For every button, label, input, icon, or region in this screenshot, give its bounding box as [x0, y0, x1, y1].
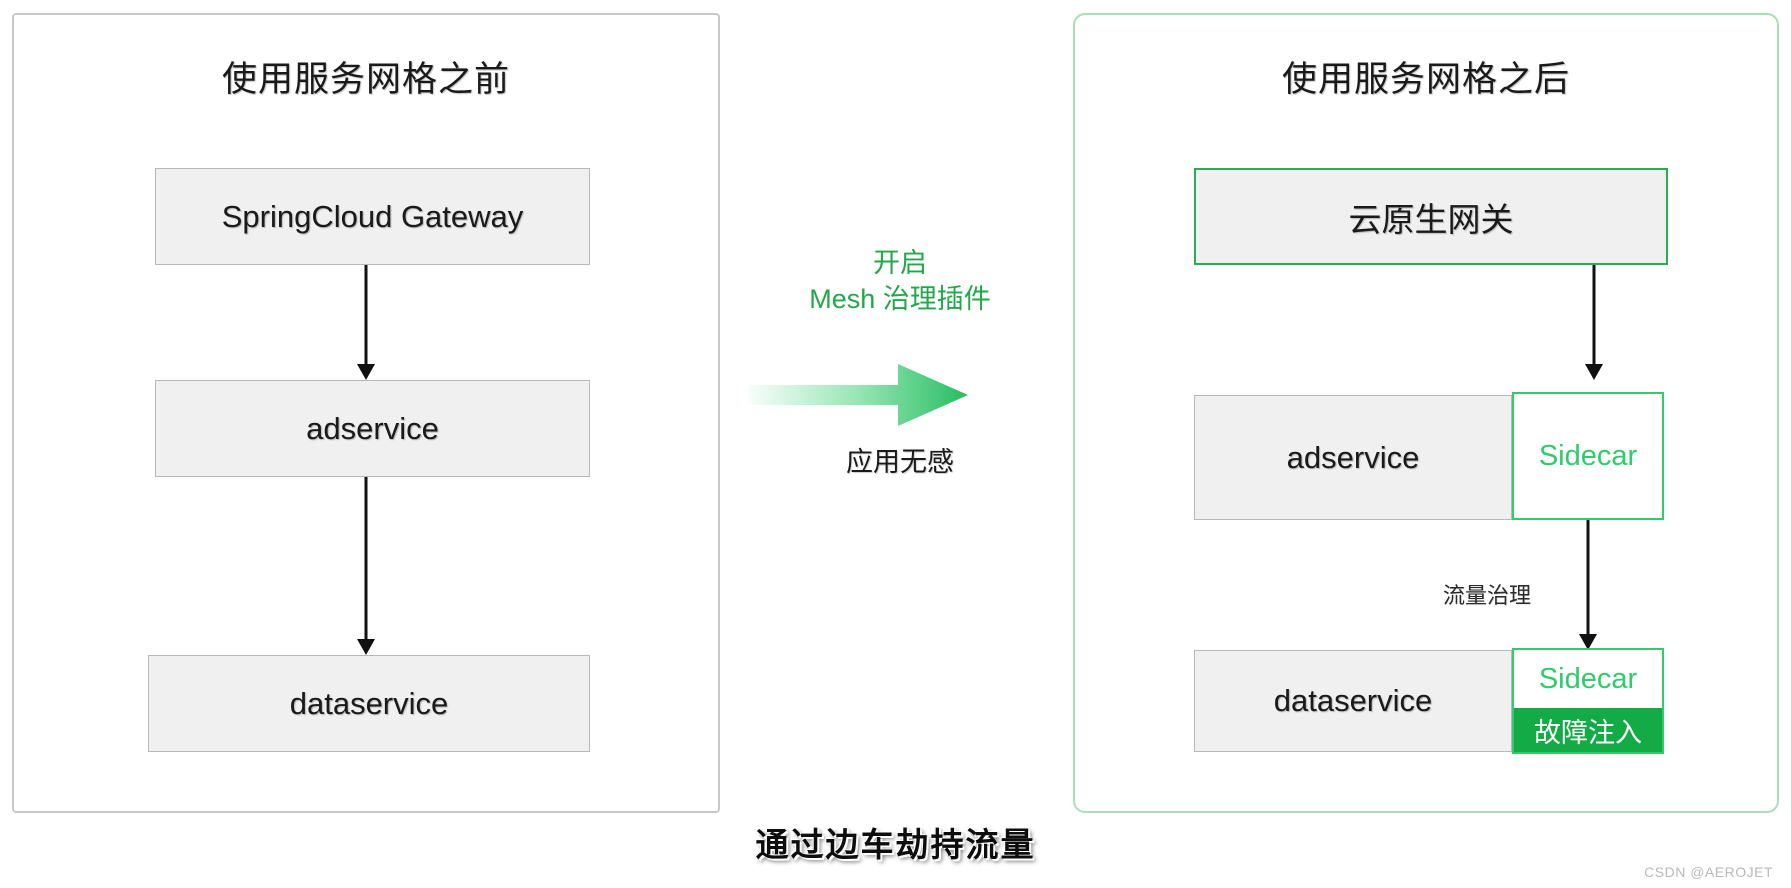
node-springcloud-gateway: SpringCloud Gateway [155, 168, 590, 265]
node-label: adservice [1286, 439, 1420, 475]
sidecar-dataservice: Sidecar 故障注入 [1512, 648, 1664, 754]
node-label: dataservice [289, 685, 449, 721]
sidecar-adservice: Sidecar [1512, 392, 1664, 520]
edge-label-traffic-governance: 流量治理 [1443, 583, 1532, 608]
node-adservice-left: adservice [155, 380, 590, 477]
app-transparent-label: 应用无感 [846, 447, 954, 477]
node-label: 云原生网关 [1348, 200, 1514, 238]
mesh-plugin-label-line2: Mesh 治理插件 [809, 284, 991, 315]
fault-injection-badge: 故障注入 [1514, 708, 1662, 752]
mesh-plugin-label: 开启 Mesh 治理插件 [735, 245, 1065, 318]
arrow-shaft [364, 477, 368, 639]
sidecar-label: Sidecar [1538, 439, 1638, 472]
right-arrow-gradient-icon [748, 364, 968, 426]
node-dataservice-left: dataservice [148, 655, 590, 752]
mesh-plugin-label-line1: 开启 [873, 248, 927, 278]
arrow-shaft [364, 265, 368, 364]
node-label: SpringCloud Gateway [221, 198, 524, 234]
node-adservice-right: adservice [1194, 395, 1512, 520]
node-label: adservice [306, 410, 439, 446]
node-cloud-native-gateway: 云原生网关 [1194, 168, 1668, 265]
arrow-shaft [1586, 520, 1590, 634]
middle-transition-column: 开启 Mesh 治理插件 应用无感 [735, 0, 1065, 888]
arrow-adservice-to-dataservice [356, 477, 376, 655]
arrow-head-icon [357, 364, 375, 380]
diagram-caption: 通过边车劫持流量 [755, 826, 1036, 863]
arrow-head-icon [1585, 364, 1603, 380]
arrow-head-icon [357, 639, 375, 655]
node-dataservice-right: dataservice [1194, 650, 1512, 752]
arrow-shaft [1592, 265, 1596, 364]
arrow-gateway-to-sidecar-adservice [1584, 265, 1604, 380]
watermark: CSDN @AEROJET [1644, 864, 1773, 880]
sidecar-label: Sidecar [1538, 662, 1638, 695]
arrow-sidecar-to-sidecar [1578, 520, 1598, 650]
right-panel-title: 使用服务网格之后 [1281, 60, 1570, 99]
arrow-head-icon [1579, 634, 1597, 650]
node-label: dataservice [1273, 683, 1433, 718]
left-panel-title: 使用服务网格之前 [221, 60, 510, 99]
arrow-gateway-to-adservice [356, 265, 376, 380]
